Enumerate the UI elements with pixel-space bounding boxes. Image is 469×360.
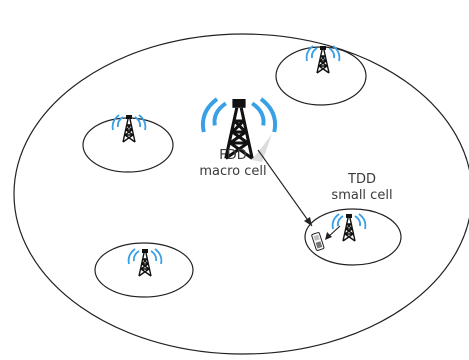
small-cell-tower-icon [331,213,367,242]
macro-cell-boundary [13,33,469,355]
macro-cell-label-line-2: macro cell [199,164,267,179]
small-cell-tower-icon [305,45,341,74]
macro-cell-label-line-1: FDD [219,148,247,163]
small-cell-ring-tdd [304,208,402,266]
small-cell-label-line-2: small cell [331,188,393,203]
macro-cell-label: FDD macro cell [188,148,278,180]
macro-to-phone-link [257,149,313,227]
mobile-phone-icon [311,232,325,251]
macro-link-arrowhead [304,217,312,226]
small-cell-tower-icon [127,248,163,277]
small-cell-label: TDD small cell [322,172,402,204]
small-link-arrowhead [325,232,332,240]
small-cell-ring-bottom-left [94,242,194,298]
macro-tower-shadow [252,134,272,162]
small-cell-label-line-1: TDD [348,172,376,187]
